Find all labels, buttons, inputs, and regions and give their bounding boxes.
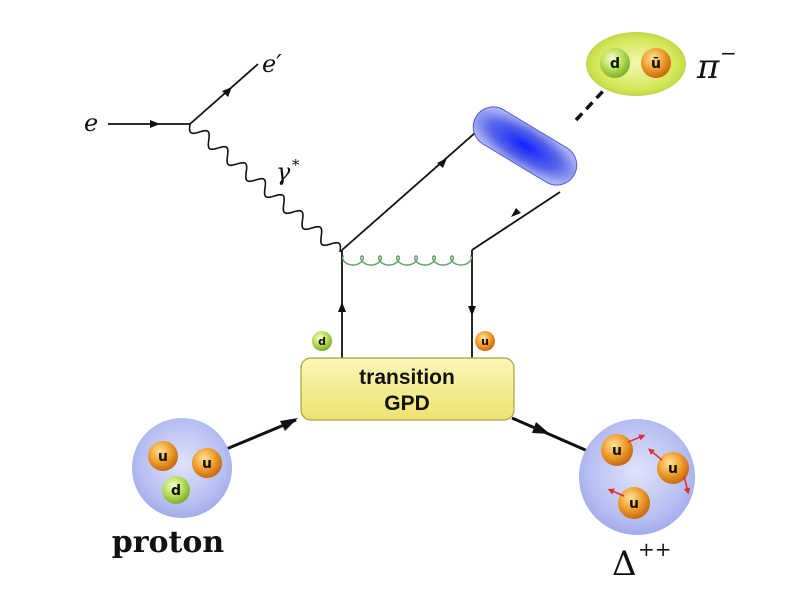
pion-quark-d [600, 48, 630, 78]
pion-quark-ubar [641, 48, 671, 78]
gpd-line1: transition [359, 366, 455, 389]
quark-line-to-meson-arrow [437, 158, 447, 168]
spin-arrow-2 [648, 448, 663, 461]
gpd-box [300, 357, 515, 421]
pion-label: π [696, 47, 720, 87]
quark-line-from-meson [471, 191, 561, 251]
pion-quark-d-label: d [610, 56, 620, 72]
proton-line-arrow [280, 418, 298, 431]
delta-quark-u1 [601, 434, 633, 466]
delta-quark-u3 [618, 487, 650, 519]
proton-quark-u1-label: u [158, 449, 168, 465]
quark-line-to-meson [341, 124, 485, 251]
delta-line [511, 416, 591, 454]
delta-quark-u2 [657, 452, 689, 484]
exchange-quark-u-label: u [481, 335, 489, 348]
proton-quark-d-label: d [171, 483, 181, 499]
quark-line-from-meson-arrow [511, 208, 521, 217]
photon-star-label: * [292, 156, 300, 174]
exchange-quark-d-label: d [318, 335, 326, 348]
meson-distribution-amplitude [472, 106, 578, 186]
outgoing-electron-arrow [222, 87, 232, 97]
gpd-line2: GPD [384, 392, 430, 415]
delta-quark-u3-label: u [629, 496, 639, 512]
pion-charge-label: − [720, 41, 737, 65]
exchange-quark-u [475, 331, 495, 351]
delta-label: Δ [612, 544, 637, 584]
incoming-electron-arrow [150, 120, 160, 128]
virtual-photon-line [188, 123, 342, 253]
proton-quark-u1 [148, 441, 178, 471]
proton-quark-u2-label: u [202, 456, 212, 472]
gluon-line [341, 255, 473, 266]
pion-quark-ubar-label: ū [651, 56, 661, 72]
spin-arrow-4 [607, 488, 625, 497]
spin-arrow-3 [683, 475, 691, 495]
delta-quark-u2-label: u [668, 461, 678, 477]
proton-label: proton [112, 525, 225, 560]
photon-label: γ [276, 158, 291, 186]
electron-in-label: e [84, 109, 98, 137]
delta-line-arrow [532, 422, 550, 434]
outgoing-electron-line [189, 63, 259, 125]
pion-blob [586, 32, 686, 96]
spin-arrow-1 [627, 434, 646, 443]
quark-line-d-arrow [338, 302, 346, 312]
delta-charge-label: ++ [638, 537, 672, 561]
exchange-quark-d [312, 331, 332, 351]
proton-quark-u2 [192, 448, 222, 478]
quark-line-u-arrow [468, 306, 476, 316]
proton-quark-d [162, 476, 190, 504]
electron-out-label: e′ [262, 50, 282, 78]
delta-quark-u1-label: u [612, 443, 622, 459]
pion-dashed-line [574, 86, 608, 122]
